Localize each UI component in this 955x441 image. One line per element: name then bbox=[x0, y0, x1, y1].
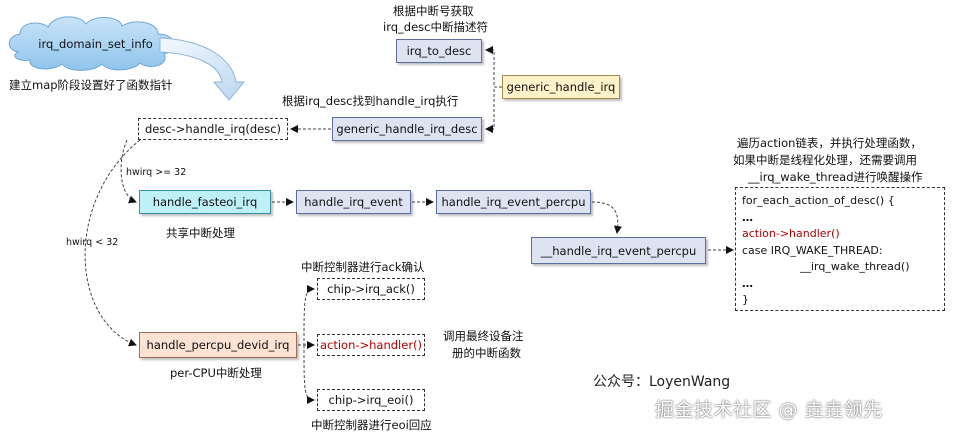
note-ack: 中断控制器进行ack确认 bbox=[301, 260, 425, 274]
code-line-case-wake-thread: case IRQ_WAKE_THREAD: bbox=[742, 243, 883, 257]
label-hwirq-lt-32: hwirq < 32 bbox=[66, 237, 119, 248]
note-call-handler-line1: 调用最终设备注 bbox=[443, 329, 524, 343]
node-chip-irq-eoi: chip->irq_eoi() bbox=[317, 389, 425, 411]
node-generic-handle-irq-desc: generic_handle_irq_desc bbox=[332, 117, 482, 141]
note-traverse-line3: __irq_wake_thread进行唤醒操作 bbox=[748, 170, 923, 184]
note-find-handle-irq: 根据irq_desc找到handle_irq执行 bbox=[282, 94, 459, 108]
watermark: 掘金技术社区 @ 垚垚领先 bbox=[655, 399, 883, 421]
code-line-irq-wake-thread: __irq_wake_thread() bbox=[800, 260, 910, 273]
note-traverse-line2: 如果中断是线程化处理，还需要调用 bbox=[733, 153, 917, 167]
node-__handle-irq-event-percpu: __handle_irq_event_percpu bbox=[531, 237, 706, 264]
code-line-close-brace: } bbox=[742, 293, 749, 306]
code-line-ellipsis-1: … bbox=[742, 210, 753, 224]
note-eoi: 中断控制器进行eoi回应 bbox=[311, 418, 432, 432]
code-line-ellipsis-2: … bbox=[742, 276, 753, 290]
account-label: 公众号：LoyenWang bbox=[593, 374, 731, 390]
node-action-handler: action->handler() bbox=[317, 334, 425, 356]
node-handle-fasteoi-irq: handle_fasteoi_irq bbox=[139, 190, 271, 214]
node-desc-handle-irq: desc->handle_irq(desc) bbox=[138, 118, 288, 140]
label-hwirq-ge-32: hwirq >= 32 bbox=[126, 167, 187, 178]
note-shared-irq: 共享中断处理 bbox=[166, 226, 235, 240]
code-line-for-each: for_each_action_of_desc() { bbox=[742, 194, 895, 207]
edge-generic-to-irq-to-desc bbox=[485, 46, 502, 88]
note-traverse-line1: 遍历action链表，并执行处理函数， bbox=[737, 136, 922, 150]
node-generic-handle-irq: generic_handle_irq bbox=[502, 75, 620, 99]
node-handle-percpu-devid-irq: handle_percpu_devid_irq bbox=[139, 332, 297, 358]
note-percpu: per-CPU中断处理 bbox=[170, 366, 262, 380]
edge-generic-to-irq-desc bbox=[485, 86, 502, 133]
note-get-desc-line2: irq_desc中断描述符 bbox=[383, 20, 488, 34]
node-handle-irq-event-percpu: handle_irq_event_percpu bbox=[436, 190, 591, 214]
note-call-handler-line2: 册的中断函数 bbox=[452, 346, 521, 360]
cloud-label: irq_domain_set_info bbox=[38, 37, 153, 51]
code-line-action-handler: action->handler() bbox=[742, 227, 840, 240]
node-handle-irq-event: handle_irq_event bbox=[296, 190, 411, 214]
note-map-setup: 建立map阶段设置好了函数指针 bbox=[9, 78, 173, 92]
node-chip-irq-ack: chip->irq_ack() bbox=[317, 278, 425, 300]
node-irq-to-desc: irq_to_desc bbox=[396, 39, 482, 63]
note-get-desc-line1: 根据中断号获取 bbox=[393, 4, 474, 18]
edge-devid-to-ack bbox=[298, 285, 315, 346]
edge-devid-to-eoi bbox=[303, 344, 315, 404]
code-box-action-loop: for_each_action_of_desc() { … action->ha… bbox=[735, 187, 945, 311]
edge-percpu-to-underscore bbox=[591, 201, 622, 234]
